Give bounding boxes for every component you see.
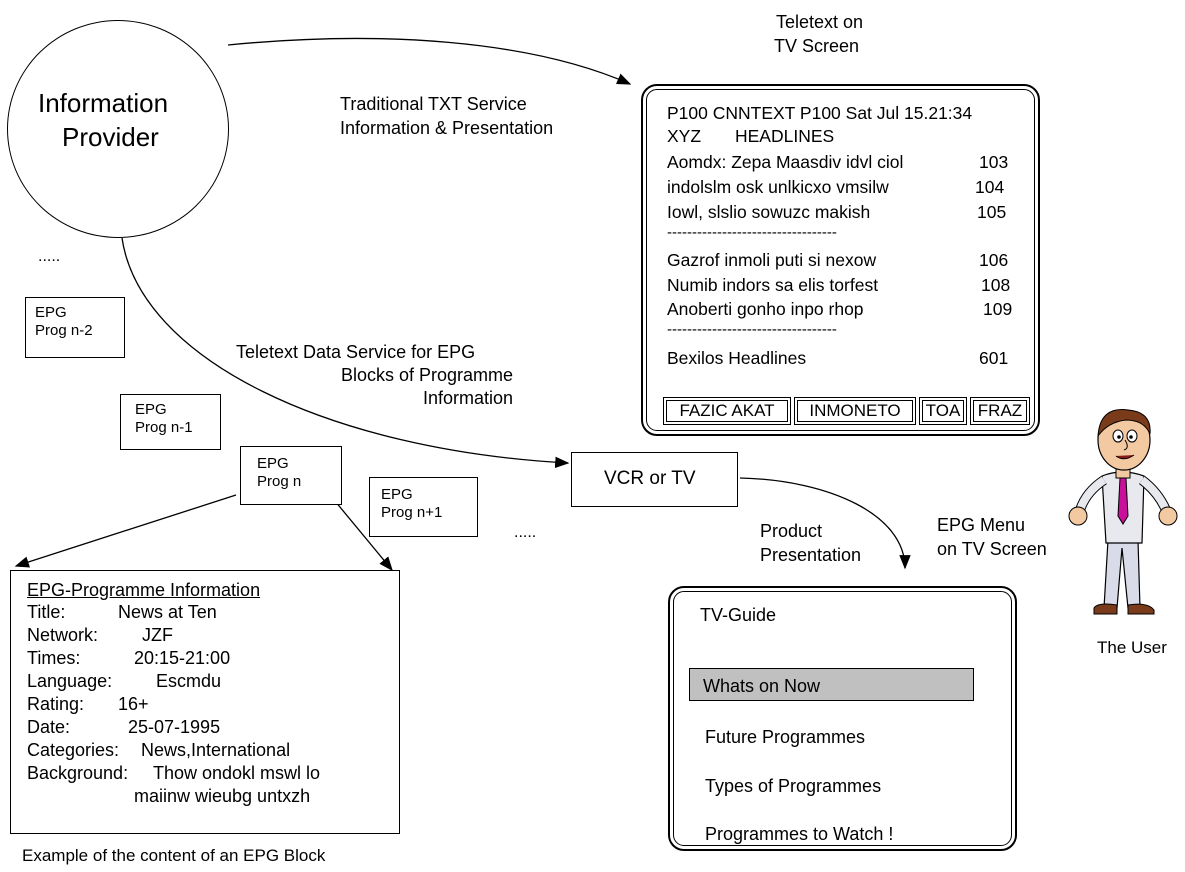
epg-block-n: EPG Prog n xyxy=(240,446,342,505)
ellipsis-top: ..... xyxy=(38,248,61,265)
teletext-subheader-xyz: XYZ xyxy=(667,126,702,146)
arrow-provider-to-vcr xyxy=(121,237,570,469)
field-value: News,International xyxy=(141,740,291,760)
arrow-vcr-to-guide xyxy=(739,477,911,570)
teletext-row-text: Numib indors sa elis torfest xyxy=(667,275,879,295)
epg-block-n-minus-2: EPG Prog n-2 xyxy=(25,297,125,358)
teletext-key-green[interactable]: INMONETO xyxy=(794,397,916,425)
provider-label-line1: Information xyxy=(38,88,169,118)
vcr-label: VCR or TV xyxy=(604,468,696,489)
tv-guide-screen: TV-Guide Whats on Now Future Programmes … xyxy=(668,586,1017,851)
field-value: News at Ten xyxy=(118,602,217,622)
epg-block-label: EPG xyxy=(381,486,413,503)
teletext-row-text: Bexilos Headlines xyxy=(667,348,807,368)
teletext-separator: ---------------------------------- xyxy=(667,224,837,241)
provider-label-line2: Provider xyxy=(62,122,159,152)
user-label: The User xyxy=(1097,638,1167,657)
teletext-key-red[interactable]: FAZIC AKAT xyxy=(663,397,791,425)
teletext-key-label: INMONETO xyxy=(809,401,901,420)
information-provider-circle xyxy=(7,20,229,238)
menu-item-whats-on-now[interactable]: Whats on Now xyxy=(703,676,821,696)
epg-info-caption: Example of the content of an EPG Block xyxy=(22,846,326,865)
epg-block-prog: Prog n-2 xyxy=(35,322,93,339)
teletext-row-page: 106 xyxy=(979,250,1009,270)
teletext-row-page: 109 xyxy=(983,299,1013,319)
field-value: JZF xyxy=(142,625,173,645)
teletext-key-blue[interactable]: FRAZ xyxy=(970,397,1030,425)
menu-item-types-of-programmes[interactable]: Types of Programmes xyxy=(705,776,882,796)
teletext-row-text: Gazrof inmoli puti si nexow xyxy=(667,250,877,270)
user-figure-icon xyxy=(1068,409,1178,615)
field-value: 25-07-1995 xyxy=(128,717,221,737)
menu-item-future-programmes[interactable]: Future Programmes xyxy=(705,727,866,747)
teletext-key-label: FRAZ xyxy=(977,401,1023,420)
epg-menu-caption-line1: EPG Menu xyxy=(937,515,1026,535)
epg-block-prog: Prog n+1 xyxy=(381,504,443,521)
field-value: 20:15-21:00 xyxy=(134,648,231,668)
epg-block-label: EPG xyxy=(135,401,167,418)
epg-block-n-plus-1: EPG Prog n+1 xyxy=(369,477,478,537)
teletext-key-label: TOA xyxy=(925,401,961,420)
data-service-label-line2: Blocks of Programme xyxy=(340,365,513,385)
teletext-row-text: Anoberti gonho inpo rhop xyxy=(667,299,864,319)
menu-item-selected-highlight[interactable] xyxy=(689,668,974,701)
teletext-row-page: 108 xyxy=(981,275,1011,295)
epg-block-label: EPG xyxy=(35,304,67,321)
teletext-caption-line1: Teletext on xyxy=(776,12,864,32)
teletext-row-page: 104 xyxy=(975,177,1005,197)
epg-info-title: EPG-Programme Information xyxy=(27,580,261,600)
field-label: Background: xyxy=(27,763,129,783)
teletext-caption-line2: TV Screen xyxy=(774,36,860,56)
product-presentation-line2: Presentation xyxy=(760,545,862,565)
product-presentation-line1: Product xyxy=(760,521,823,541)
menu-item-programmes-to-watch[interactable]: Programmes to Watch ! xyxy=(705,824,894,844)
epg-programme-info-box: EPG-Programme Information Title: News at… xyxy=(10,570,400,834)
data-service-label-line1: Teletext Data Service for EPG xyxy=(236,342,476,362)
field-value: 16+ xyxy=(118,694,149,714)
epg-block-prog: Prog n-1 xyxy=(135,419,193,436)
field-label: Language: xyxy=(27,671,113,691)
epg-menu-caption-line2: on TV Screen xyxy=(937,539,1047,559)
arrow-provider-to-teletext xyxy=(227,37,632,85)
teletext-row-page: 105 xyxy=(977,202,1007,222)
teletext-separator: ---------------------------------- xyxy=(667,321,837,338)
field-label: Title: xyxy=(27,602,66,622)
vcr-or-tv-box: VCR or TV xyxy=(571,452,738,507)
data-service-label-line3: Information xyxy=(422,388,513,408)
field-label: Network: xyxy=(27,625,99,645)
arrow-block-to-info-left xyxy=(14,494,237,568)
epg-block-label: EPG xyxy=(257,455,289,472)
field-label: Rating: xyxy=(27,694,85,714)
teletext-row-page: 103 xyxy=(979,152,1009,172)
ellipsis-mid: ..... xyxy=(514,524,537,541)
epg-block-prog: Prog n xyxy=(257,473,302,490)
field-value-continued: maiinw wieubg untxzh xyxy=(134,786,311,806)
teletext-screen: P100 CNNTEXT P100 Sat Jul 15.21:34 XYZ H… xyxy=(641,84,1040,436)
traditional-service-label-line1: Traditional TXT Service xyxy=(340,94,527,114)
field-label: Categories: xyxy=(27,740,120,760)
teletext-row-text: Iowl, slslio sowuzc makish xyxy=(667,202,871,222)
field-value: Escmdu xyxy=(156,671,222,691)
traditional-service-label-line2: Information & Presentation xyxy=(340,118,554,138)
teletext-row-text: indolslm osk unlkicxo vmsilw xyxy=(667,177,889,197)
teletext-row-text: Aomdx: Zepa Maasdiv idvl ciol xyxy=(667,152,904,172)
field-label: Date: xyxy=(27,717,71,737)
teletext-key-yellow[interactable]: TOA xyxy=(919,397,967,425)
field-value: Thow ondokl mswl lo xyxy=(153,763,321,783)
teletext-header: P100 CNNTEXT P100 Sat Jul 15.21:34 xyxy=(667,103,973,123)
teletext-key-label: FAZIC AKAT xyxy=(679,401,775,420)
tv-guide-title: TV-Guide xyxy=(700,605,777,625)
field-label: Times: xyxy=(27,648,81,668)
teletext-subheader-headlines: HEADLINES xyxy=(735,126,835,146)
epg-block-n-minus-1: EPG Prog n-1 xyxy=(120,394,221,450)
arrow-block-to-info-right xyxy=(329,494,393,572)
teletext-row-page: 601 xyxy=(979,348,1009,368)
